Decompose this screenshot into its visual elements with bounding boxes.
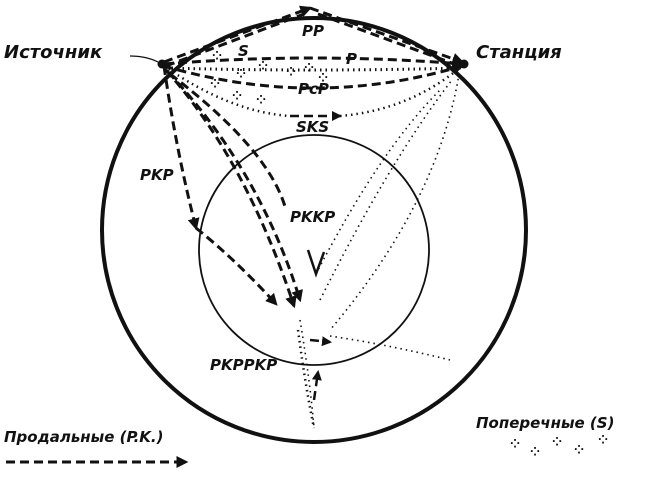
- label-station: Станция: [476, 42, 562, 63]
- label-pp: PP: [302, 22, 324, 40]
- svg-text:⁘: ⁘: [286, 65, 296, 79]
- svg-text:⁘: ⁘: [510, 437, 520, 451]
- legend-transverse-sample: ⁘ ⁘ ⁘ ⁘ ⁘: [510, 433, 608, 459]
- pkppkp-ray: [296, 329, 332, 429]
- legend-transverse-label: Поперечные (S): [476, 414, 614, 432]
- label-sks: SKS: [296, 118, 329, 136]
- svg-text:⁘: ⁘: [232, 89, 242, 103]
- pkkp-reflection: [306, 249, 326, 278]
- svg-text:⁘: ⁘: [236, 67, 246, 81]
- svg-text:⁘: ⁘: [574, 443, 584, 457]
- label-source: Источник: [4, 42, 103, 63]
- legend-longitudinal-label: Продальные (P.K.): [4, 428, 164, 446]
- source-leader-line: [129, 55, 159, 63]
- dotted-paths: [299, 67, 461, 429]
- svg-text:⁘: ⁘: [304, 61, 314, 75]
- svg-text:⁘: ⁘: [256, 93, 266, 107]
- label-pkppkp: PKPPKP: [210, 356, 277, 374]
- label-pkkp: PKKP: [290, 208, 335, 226]
- earth-surface: [100, 16, 528, 444]
- pkp-ray: [162, 65, 278, 306]
- earth-core: [198, 134, 430, 366]
- pkkp-ray: [164, 69, 303, 309]
- label-s: S: [238, 42, 249, 60]
- svg-text:⁘: ⁘: [318, 71, 328, 85]
- svg-text:⁘: ⁘: [212, 49, 222, 63]
- s-wave-marks: ⁘ ⁘ ⁘ ⁘ ⁘ ⁘ ⁘ ⁘ ⁘: [210, 49, 328, 107]
- sks-ray: [163, 64, 463, 121]
- svg-text:⁘: ⁘: [552, 435, 562, 449]
- svg-text:⁘: ⁘: [530, 445, 540, 459]
- label-pkp: PKP: [140, 166, 174, 184]
- svg-text:⁘: ⁘: [258, 59, 268, 73]
- pp-ray: [163, 5, 465, 68]
- label-pcp: PcP: [298, 80, 329, 98]
- svg-text:⁘: ⁘: [210, 77, 220, 91]
- p-ray: [163, 56, 465, 70]
- label-p: P: [346, 50, 357, 68]
- svg-text:⁘: ⁘: [598, 433, 608, 447]
